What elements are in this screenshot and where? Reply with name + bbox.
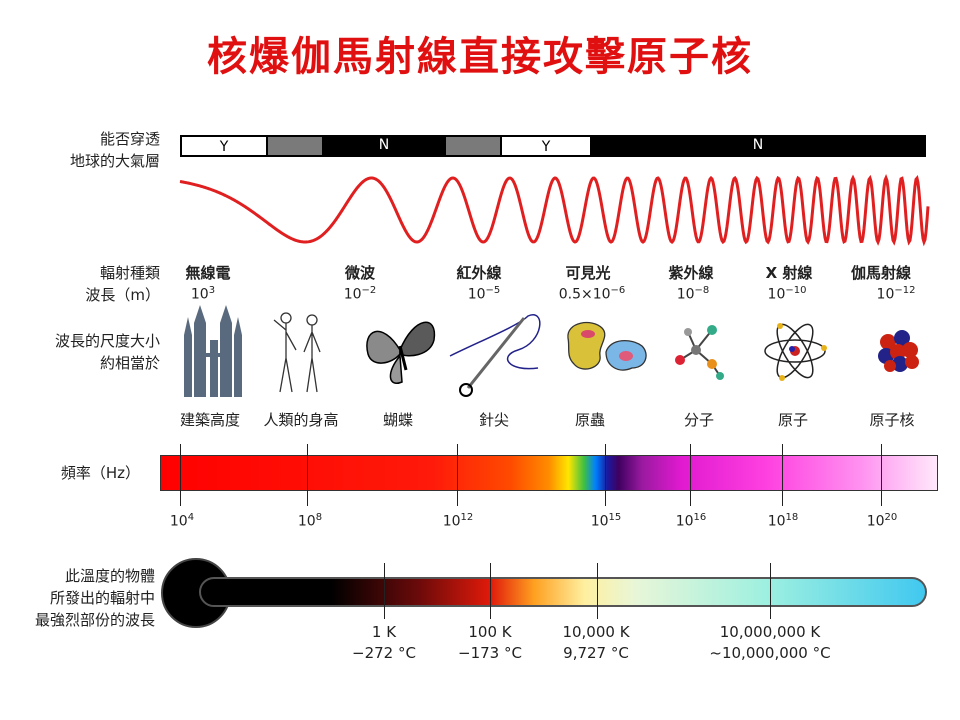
thermometer-graphic [161, 558, 927, 628]
building-icon [184, 305, 242, 397]
freq-tick [605, 444, 606, 506]
type-gamma: 伽馬射線 [850, 264, 911, 282]
freq-tick [457, 444, 458, 506]
wavelength-gamma: 10−12 [876, 285, 916, 303]
nucleus-icon [878, 330, 919, 372]
type-ultraviolet: 紫外線 [668, 264, 714, 282]
freq-label-18: 1018 [767, 512, 799, 530]
temp-kelvin: 10,000 K [562, 623, 630, 641]
frequency-spectrum-bar [160, 455, 938, 491]
atmosphere-band-no-microwave: N [322, 135, 446, 157]
type-visible: 可見光 [565, 264, 611, 282]
needle-icon [449, 314, 541, 397]
temp-label-100k: 100 K −173 °C [415, 622, 565, 664]
scale-molecule: 分子 [683, 411, 714, 429]
atmosphere-label-line2: 地球的大氣層 [69, 152, 160, 170]
wavelength-visible: 0.5×10−6 [558, 285, 626, 303]
type-label-block: 輻射種類 波長（m） [20, 262, 160, 306]
butterfly-icon [366, 321, 436, 385]
freq-label-20: 1020 [866, 512, 898, 530]
temp-tick [384, 563, 385, 619]
scale-needle: 針尖 [478, 411, 509, 429]
temp-celsius: −272 °C [352, 644, 416, 662]
scale-protozoa: 原蟲 [574, 411, 605, 429]
temp-kelvin: 10,000,000 K [719, 623, 821, 641]
scale-atom: 原子 [777, 411, 808, 429]
atmosphere-band-no-high: N [590, 135, 926, 157]
wavelength-label: 波長（m） [85, 286, 160, 304]
wavelength-microwave: 10−2 [343, 285, 377, 303]
atmosphere-label: 能否穿透 地球的大氣層 [20, 128, 160, 172]
protozoa-icon [567, 321, 647, 371]
temp-label-1k: 1 K −272 °C [309, 622, 459, 664]
temperature-label-line3: 最強烈部份的波長 [34, 611, 155, 629]
temp-tick [490, 563, 491, 619]
atmosphere-band-partial-ir [444, 135, 502, 157]
human-icon [273, 312, 321, 393]
type-infrared: 紅外線 [456, 264, 502, 282]
atmosphere-band-yes-visible: Y [500, 135, 592, 157]
freq-tick [690, 444, 691, 506]
type-microwave: 微波 [344, 264, 375, 282]
temp-tick [597, 563, 598, 619]
freq-label-4: 104 [169, 512, 195, 530]
temp-label-10000k: 10,000 K 9,727 °C [521, 622, 671, 664]
temperature-label-block: 此溫度的物體 所發出的輻射中 最強烈部份的波長 [0, 565, 155, 631]
molecule-icon [675, 325, 724, 380]
temp-celsius: −173 °C [458, 644, 522, 662]
scale-human: 人類的身高 [263, 411, 339, 429]
temp-kelvin: 1 K [371, 623, 397, 641]
freq-label-15: 1015 [590, 512, 622, 530]
type-xray: X 射線 [765, 264, 813, 282]
size-label-block: 波長的尺度大小 約相當於 [10, 330, 160, 374]
atmosphere-band-yes-radio: Y [180, 135, 268, 157]
wavelength-xray: 10−10 [767, 285, 807, 303]
wavelength-radio: 103 [190, 285, 216, 303]
freq-label-16: 1016 [675, 512, 707, 530]
wavelength-infrared: 10−5 [467, 285, 501, 303]
temperature-label-line1: 此溫度的物體 [64, 567, 155, 585]
temp-celsius: 9,727 °C [563, 644, 629, 662]
scale-butterfly: 蝴蝶 [382, 411, 413, 429]
freq-label-8: 108 [297, 512, 323, 530]
size-label-line1: 波長的尺度大小 [54, 332, 160, 350]
freq-tick [782, 444, 783, 506]
thermometer-tube [199, 577, 927, 607]
wave-line [179, 174, 930, 247]
wave-graphic [179, 174, 930, 247]
type-label: 輻射種類 [99, 264, 160, 282]
wavelength-ultraviolet: 10−8 [676, 285, 710, 303]
type-radio: 無線電 [185, 264, 231, 282]
size-label-line2: 約相當於 [99, 354, 160, 372]
scale-nucleus: 原子核 [869, 411, 915, 429]
freq-tick [180, 444, 181, 506]
atmosphere-band-partial [266, 135, 324, 157]
frequency-label: 頻率（Hz） [60, 464, 140, 482]
freq-tick [881, 444, 882, 506]
temp-celsius: ~10,000,000 °C [709, 644, 831, 662]
temp-label-10000000k: 10,000,000 K ~10,000,000 °C [695, 622, 845, 664]
freq-label-12: 1012 [442, 512, 474, 530]
page-title: 核爆伽馬射線直接攻擊原子核 [207, 33, 753, 80]
freq-tick [307, 444, 308, 506]
temp-tick [770, 563, 771, 619]
atom-icon [764, 323, 827, 381]
scale-building: 建築高度 [179, 411, 240, 429]
atmosphere-label-line1: 能否穿透 [99, 130, 160, 148]
temperature-label-line2: 所發出的輻射中 [49, 589, 155, 607]
temp-kelvin: 100 K [468, 623, 512, 641]
